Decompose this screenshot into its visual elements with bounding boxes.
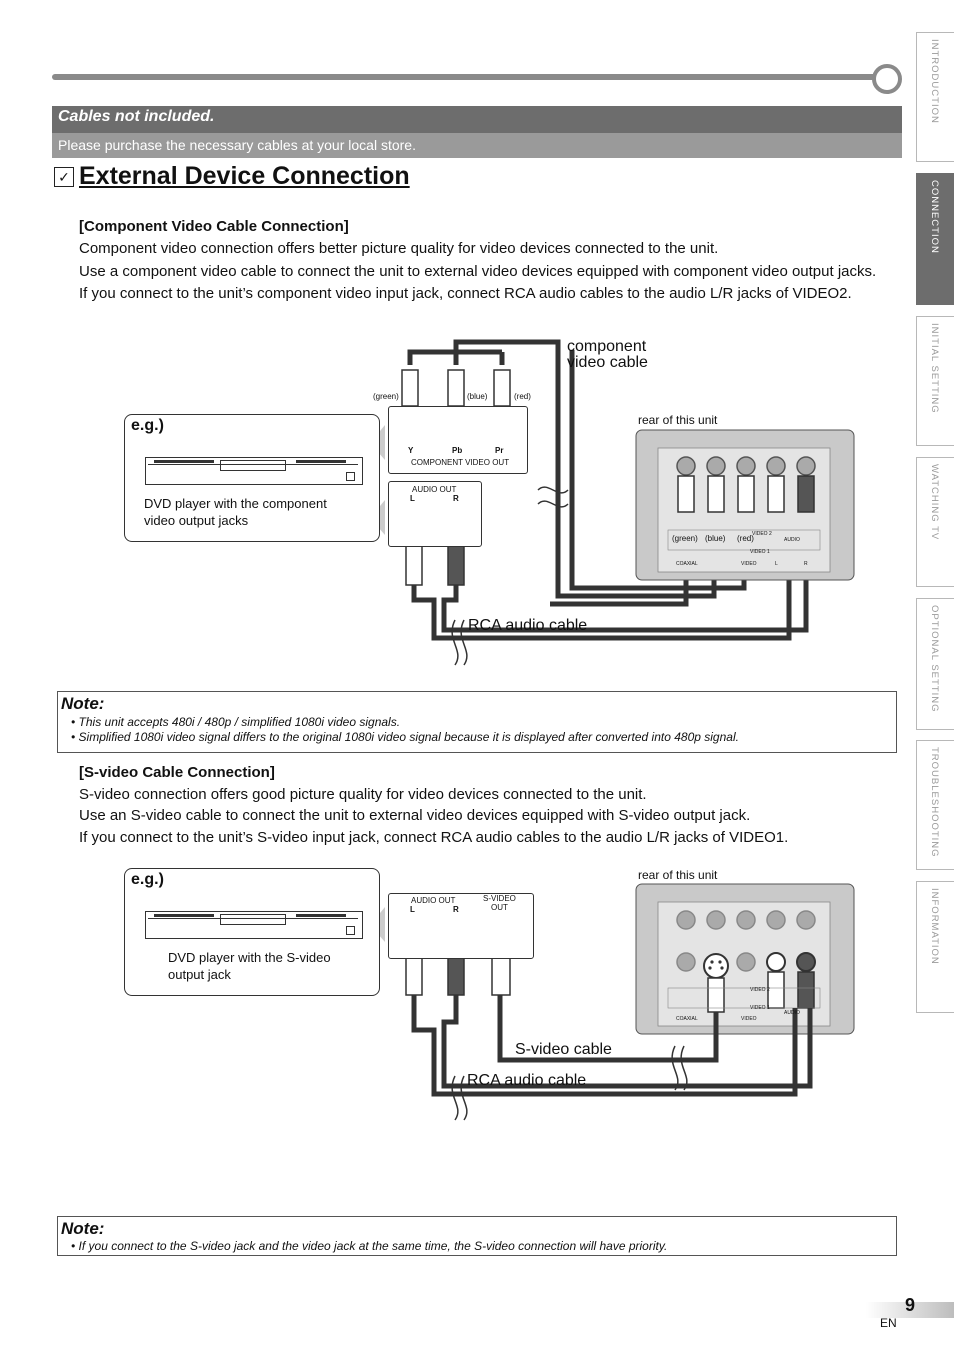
- nav-tab-connection[interactable]: CONNECTION: [916, 173, 954, 305]
- green-label: (green): [373, 392, 399, 401]
- checkbox-icon: ✓: [54, 167, 74, 187]
- audio-out-label: AUDIO OUT: [412, 485, 457, 494]
- example-device-box: e.g.) DVD player with the component vide…: [124, 414, 380, 542]
- tv-coaxial-label: COAXIAL: [676, 561, 698, 567]
- tv-l-label: L: [775, 561, 778, 567]
- banner-subtitle: Please purchase the necessary cables at …: [58, 137, 416, 153]
- jack-r-label: R: [453, 494, 459, 503]
- jack-pb-label: Pb: [452, 446, 463, 455]
- component-section-title: [Component Video Cable Connection]: [79, 218, 349, 235]
- component-paragraph: Use a component video cable to connect t…: [79, 262, 877, 280]
- nav-tab-watching-tv[interactable]: WATCHING TV: [916, 457, 954, 587]
- component-cable-label: component video cable: [567, 338, 648, 371]
- banner-title-bar: [52, 106, 902, 133]
- example-device-box: e.g.) DVD player with the S-video output…: [124, 868, 380, 996]
- rear-unit-label: rear of this unit: [638, 413, 718, 427]
- rca-cable-label: RCA audio cable: [467, 1072, 587, 1089]
- audio-out-label: AUDIO OUT: [411, 896, 456, 905]
- rear-unit-label: rear of this unit: [638, 868, 718, 882]
- note-line: • This unit accepts 480i / 480p / simpli…: [71, 715, 401, 729]
- note-title: Note:: [61, 694, 105, 713]
- note-line: • If you connect to the S-video jack and…: [71, 1239, 668, 1253]
- tv-video2-label: VIDEO 2: [752, 531, 772, 537]
- component-output-panel: [388, 406, 528, 474]
- note-box: Note: • This unit accepts 480i / 480p / …: [57, 691, 897, 753]
- tv-video-label: VIDEO: [741, 1016, 757, 1022]
- page-number: 9: [905, 1295, 916, 1315]
- blue-label: (blue): [467, 392, 488, 401]
- svideo-out-label: S-VIDEO OUT: [483, 894, 516, 912]
- rca-cable-label: RCA audio cable: [468, 617, 588, 634]
- audio-output-panel: [388, 481, 482, 547]
- svideo-section-title: [S-video Cable Connection]: [79, 764, 275, 781]
- component-section: [Component Video Cable Connection] Compo…: [79, 216, 889, 305]
- dvd-player-icon: [145, 457, 363, 485]
- tv-red-label: (red): [737, 534, 754, 543]
- tv-green-label: (green): [672, 534, 698, 543]
- nav-tab-initial-setting[interactable]: INITIAL SETTING: [916, 316, 954, 446]
- svideo-paragraph: If you connect to the unit’s S-video inp…: [79, 828, 789, 846]
- tv-audio-label: AUDIO: [784, 1010, 800, 1016]
- tv-video2-label: VIDEO 2: [750, 987, 770, 993]
- ring-ornament-icon: [872, 64, 902, 94]
- component-paragraph: Component video connection offers better…: [79, 240, 719, 258]
- note-line: • Simplified 1080i video signal differs …: [71, 730, 739, 744]
- dvd-player-icon: [145, 911, 363, 939]
- component-paragraph: If you connect to the unit’s component v…: [79, 284, 852, 302]
- banner-title: Cables not included.: [58, 108, 215, 125]
- red-label: (red): [514, 392, 531, 401]
- tv-r-label: R: [804, 561, 808, 567]
- nav-tab-troubleshooting[interactable]: TROUBLESHOOTING: [916, 740, 954, 870]
- jack-y-label: Y: [408, 446, 414, 455]
- top-rule: [52, 74, 887, 80]
- tv-blue-label: (blue): [705, 534, 726, 543]
- svideo-paragraph: Use an S-video cable to connect the unit…: [79, 807, 751, 824]
- page-number-bar: [866, 1302, 954, 1318]
- component-out-label: COMPONENT VIDEO OUT: [411, 458, 510, 467]
- jack-pr-label: Pr: [495, 446, 504, 455]
- device-description: DVD player with the component video outp…: [144, 496, 327, 528]
- svideo-paragraph: S-video connection offers good picture q…: [79, 785, 647, 803]
- tv-audio-label: AUDIO: [784, 537, 800, 543]
- nav-tab-optional-setting[interactable]: OPTIONAL SETTING: [916, 598, 954, 730]
- note-box: Note: • If you connect to the S-video ja…: [57, 1216, 897, 1256]
- note-title: Note:: [61, 1219, 105, 1238]
- svideo-cable-label: S-video cable: [515, 1041, 612, 1058]
- banner-subtitle-bar: [52, 133, 902, 158]
- svideo-audio-output-panel: [388, 893, 534, 959]
- eg-label: e.g.): [131, 417, 164, 434]
- tv-video1-label: VIDEO 1: [750, 1005, 770, 1011]
- svideo-section: [S-video Cable Connection] S-video conne…: [79, 762, 889, 848]
- tv-video-label: VIDEO: [741, 561, 757, 567]
- tv-video1-label: VIDEO 1: [750, 549, 770, 555]
- page-title: External Device Connection: [79, 162, 410, 190]
- device-description: DVD player with the S-video output jack: [168, 950, 331, 982]
- nav-tab-information[interactable]: INFORMATION: [916, 881, 954, 1013]
- jack-l-label: L: [410, 905, 415, 914]
- jack-l-label: L: [410, 494, 415, 503]
- page-language: EN: [880, 1316, 897, 1330]
- tv-coaxial-label: COAXIAL: [676, 1016, 698, 1022]
- nav-tab-introduction[interactable]: INTRODUCTION: [916, 32, 954, 162]
- eg-label: e.g.): [131, 871, 164, 888]
- jack-r-label: R: [453, 905, 459, 914]
